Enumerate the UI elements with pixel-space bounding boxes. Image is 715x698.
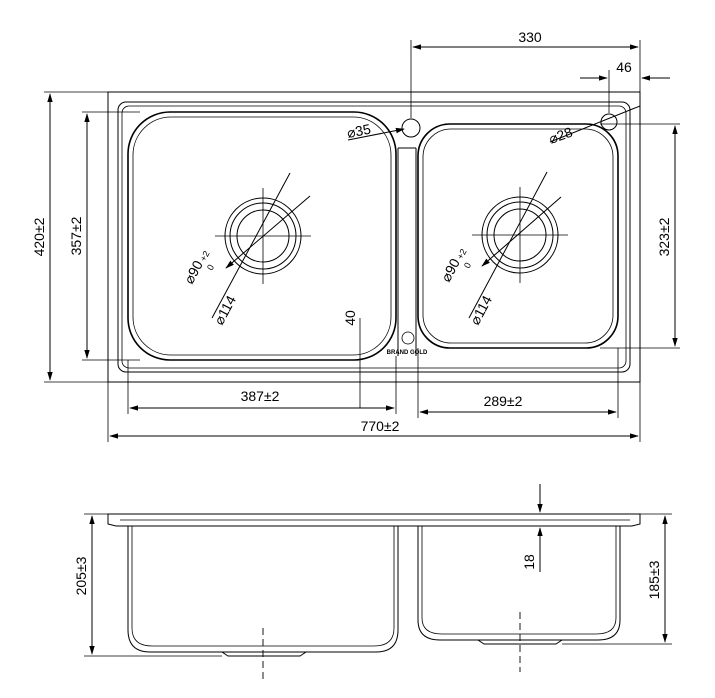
dim-left-bowl-width: 387±2 <box>241 388 280 404</box>
right-drain-tol-upper: +2 <box>455 247 469 261</box>
right-drain-tol-lower: 0 <box>462 261 473 270</box>
tap-hole <box>401 118 421 138</box>
dim-radius-40: 40 <box>342 310 358 326</box>
overflow-symbol-circle <box>401 331 415 345</box>
dim-left-bowl-depth: 357±2 <box>68 216 84 255</box>
right-drain <box>468 171 568 319</box>
left-drain-tol-upper: +2 <box>198 249 212 263</box>
left-drain-inner-label: ⌀90 <box>181 258 206 287</box>
sink-inner-rim <box>117 101 631 373</box>
right-drain-inner-label: ⌀90 <box>438 256 463 285</box>
dim-side-right-depth: 185±3 <box>646 560 662 599</box>
right-bowl-outline <box>417 123 619 349</box>
dim-right-bowl-width: 289±2 <box>484 393 523 409</box>
brand-mark: BRAND GOLD <box>387 350 428 356</box>
left-bowl-outline <box>127 111 397 361</box>
dim-rim-step: 18 <box>521 554 537 570</box>
left-drain-tol-lower: 0 <box>205 263 216 272</box>
dim-overall-depth: 420±2 <box>31 217 47 256</box>
left-drain <box>211 172 311 319</box>
sink-outer-rim <box>107 91 641 383</box>
dim-right-bowl-depth: 323±2 <box>656 217 672 256</box>
tap-hole-label: ⌀35 <box>346 121 373 141</box>
right-drain-outer-label: ⌀114 <box>467 293 496 328</box>
dim-tap-offset: 330 <box>518 29 542 45</box>
left-drain-outer-label: ⌀114 <box>211 293 240 328</box>
dim-overall-width: 770±2 <box>361 418 400 434</box>
side-view: 205±3 185±3 18 <box>73 484 672 680</box>
side-right-bowl <box>417 526 621 641</box>
dim-overflow-offset: 46 <box>616 59 632 75</box>
top-view: BRAND GOLD 40 ⌀35 ⌀28 ⌀90 +2 0 ⌀114 ⌀90 … <box>31 29 680 442</box>
overflow-hole-label: ⌀28 <box>547 124 575 147</box>
dim-side-left-depth: 205±3 <box>73 556 89 595</box>
